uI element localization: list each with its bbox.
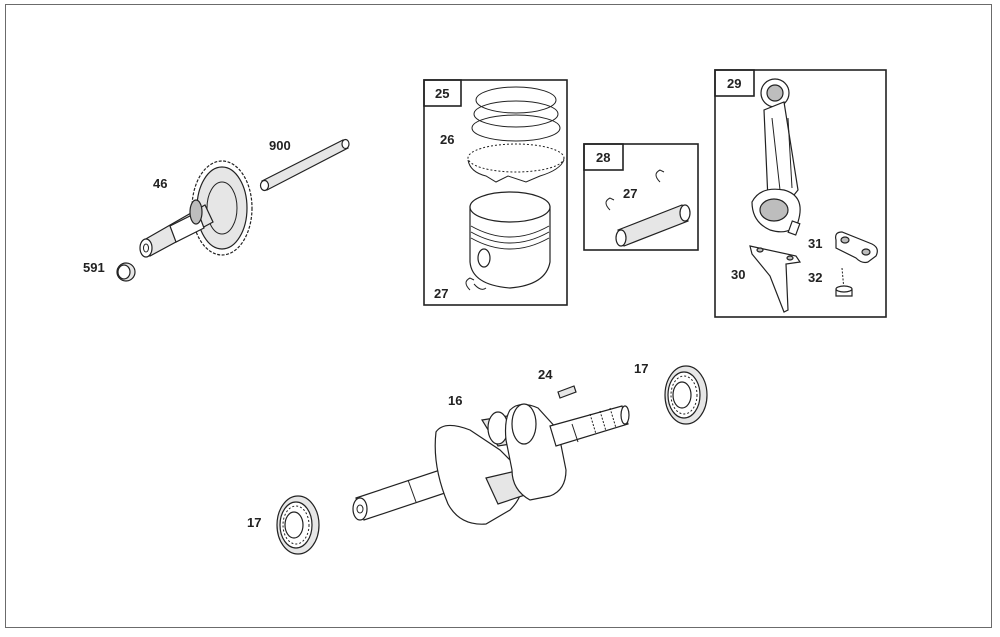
callout-26: 26 [440, 132, 454, 147]
callout-900: 900 [269, 138, 291, 153]
connecting-rod-tag [714, 69, 755, 97]
lock-plate [835, 231, 878, 264]
callout-32: 32 [808, 270, 822, 285]
piston-pin-tag [583, 143, 624, 171]
piston-assembly-box [423, 79, 568, 306]
camshaft-pin [259, 138, 350, 192]
connecting-rod-box [714, 69, 887, 318]
callout-29: 29 [727, 76, 741, 91]
camshaft-gear [139, 160, 253, 258]
camshaft-seal [116, 262, 136, 282]
main-bearing-bottom [276, 495, 320, 555]
callout-27-piston: 27 [434, 286, 448, 301]
piston-pin [605, 169, 691, 247]
piston [465, 191, 551, 291]
callout-28: 28 [596, 150, 610, 165]
callout-30: 30 [731, 267, 745, 282]
callout-25: 25 [435, 86, 449, 101]
main-bearing-top [664, 365, 708, 425]
callout-16: 16 [448, 393, 462, 408]
callout-591: 591 [83, 260, 105, 275]
rod-bolt [835, 267, 853, 297]
crank-key [557, 385, 577, 399]
callout-27-pin: 27 [623, 186, 637, 201]
callout-17-bottom: 17 [247, 515, 261, 530]
crankshaft [352, 403, 630, 525]
callout-17-top: 17 [634, 361, 648, 376]
piston-assembly-tag [423, 79, 462, 107]
diagram-frame [5, 4, 992, 628]
dipper [749, 245, 802, 313]
connecting-rod [751, 78, 801, 236]
callout-46: 46 [153, 176, 167, 191]
piston-rings [467, 86, 565, 183]
callout-24: 24 [538, 367, 553, 382]
piston-pin-box [583, 143, 699, 251]
callout-31: 31 [808, 236, 822, 251]
